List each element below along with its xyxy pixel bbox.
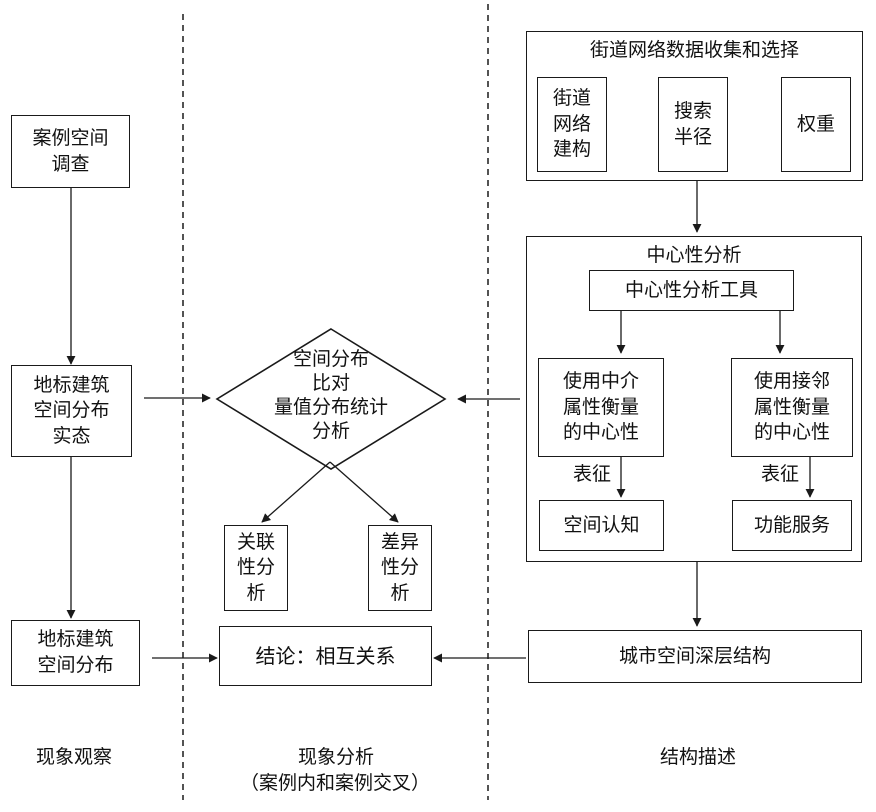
box-landmark-state: 地标建筑 空间分布 实态 [11,365,132,457]
box-difference-analysis: 差异 性分 析 [368,525,432,611]
column-label-observation: 现象观察 [35,746,112,768]
box-deep-structure: 城市空间深层结构 [528,630,862,683]
box-landmark-distribution: 地标建筑 空间分布 [11,620,140,686]
column-label-structure: 结构描述 [659,746,736,768]
box-betweenness-centrality: 使用中介 属性衡量 的中心性 [538,358,664,457]
diamond-text: 空间分布 比对 量值分布统计 分析 [273,348,388,443]
box-conclusion: 结论：相互关系 [219,626,432,686]
box-function-service: 功能服务 [732,500,852,551]
box-correlation-analysis: 关联 性分 析 [224,525,288,611]
arrow-diamond-to-difference [329,461,399,523]
centrality-analysis-title: 中心性分析 [646,244,742,266]
box-spatial-cognition: 空间认知 [539,500,664,551]
diamond-shape [215,328,447,470]
column-label-analysis-sub: （案例内和案例交叉） [239,772,430,794]
box-weight: 权重 [781,77,851,172]
frame-data-collection [526,31,863,181]
data-collection-title: 街道网络数据收集和选择 [589,39,799,61]
column-label-analysis: 现象分析 [297,746,374,768]
box-street-network: 街道 网络 建构 [537,77,607,172]
frame-centrality-analysis [526,236,862,562]
label-represent-right: 表征 [760,463,799,485]
label-represent-left: 表征 [572,463,611,485]
box-centrality-tool: 中心性分析工具 [589,270,794,311]
box-search-radius: 搜索 半径 [658,77,728,172]
box-closeness-centrality: 使用接邻 属性衡量 的中心性 [731,358,853,457]
arrow-diamond-to-correlation [261,461,331,523]
box-case-survey: 案例空间 调查 [11,115,130,188]
